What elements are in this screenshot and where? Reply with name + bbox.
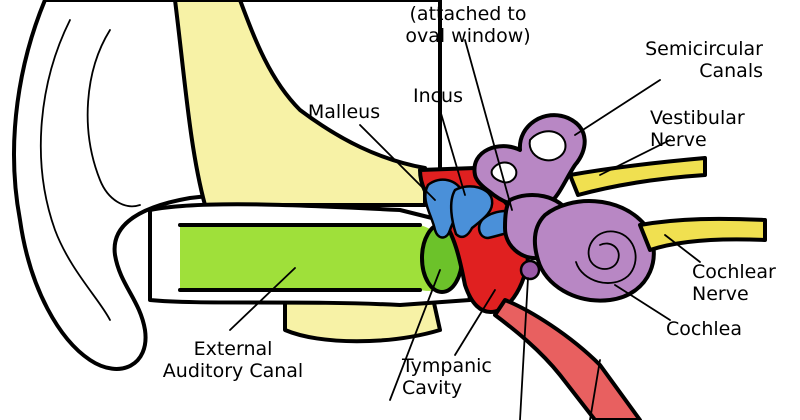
stapes-label-line2: oval window)	[405, 25, 530, 47]
leader-vestibular	[599, 139, 671, 176]
tympanic-label-line1: Tympanic	[401, 355, 492, 377]
external-canal-label-line2: Auditory Canal	[163, 360, 303, 382]
leader-cochlear-nerve	[664, 234, 701, 263]
incus-label: Incus	[413, 85, 463, 107]
cochlear-nerve-label-line2: Nerve	[692, 283, 749, 305]
leader-stapes	[464, 39, 513, 211]
vestibular-nerve	[568, 156, 707, 197]
leader-semicircular	[574, 79, 661, 136]
stapes-label-line1: (attached to	[410, 3, 527, 25]
leader-malleus	[359, 124, 436, 201]
cochlear-nerve-label-line1: Cochlear	[692, 261, 776, 283]
oval-window	[519, 259, 541, 281]
leader-eardrum	[389, 269, 441, 401]
cochlea-label: Cochlea	[666, 318, 742, 340]
leader-cochlea	[614, 284, 671, 321]
tympanic-label-line2: Cavity	[402, 377, 462, 399]
leader-external-canal	[229, 267, 296, 331]
external-canal-label-line1: External	[194, 338, 273, 360]
semicircular-label-line1: Semicircular	[645, 38, 763, 60]
leader-eustachian	[589, 359, 601, 420]
semicircular-loop-2	[490, 161, 518, 184]
pinna-inner-fold	[86, 29, 141, 208]
cochlea-spiral	[575, 230, 637, 284]
malleus-label: Malleus	[308, 101, 380, 123]
cochlear-nerve	[638, 216, 767, 252]
vestibular-label-line2: Nerve	[650, 129, 707, 151]
eustachian-tube	[493, 298, 642, 420]
semicircular-label-line2: Canals	[699, 60, 763, 82]
vestibular-label-line1: Vestibular	[650, 107, 745, 129]
semicircular-loop-1	[528, 130, 567, 162]
temporal-bone	[173, 0, 427, 207]
leader-tympanic	[454, 289, 496, 356]
leader-round-window	[519, 277, 529, 420]
cochlea	[532, 199, 656, 303]
leader-incus	[439, 109, 466, 196]
pinna-fold	[39, 19, 111, 321]
external-auditory-canal	[180, 225, 453, 291]
